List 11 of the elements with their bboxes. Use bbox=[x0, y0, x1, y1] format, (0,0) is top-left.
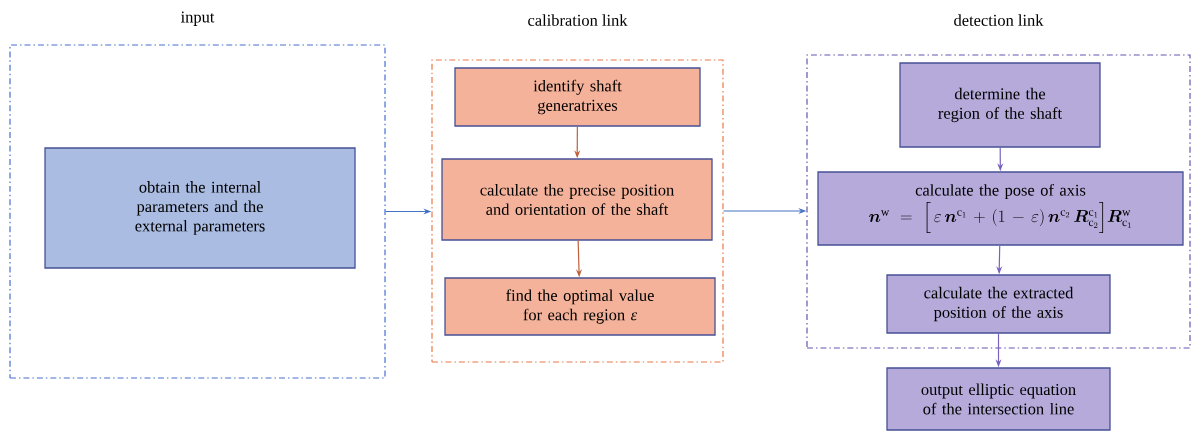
process-box: calculate the pose of axis $\boldsymbol{n}^{\mathrm{w}}=\Big[\,\varepsilon\,\boldsymbol{n}^{\mathrm{c}_1}+(1-\varepsilon)\,\boldsymbol{n}^{\mathrm{c}_2}\,\boldsymbol{R}_{\mathrm{c}_2}^{\mathrm{c}_1}\Big]\boldsymbol{R}_{\mathrm{c}_1}^{\mathrm{w}}$ bbox=[817, 171, 1184, 246]
process-box: obtain the internal parameters and the external parameters bbox=[44, 147, 356, 269]
node-label: calibration link bbox=[528, 14, 628, 26]
process-box: find the optimal value for each region ε bbox=[444, 277, 716, 336]
node-label: input bbox=[180, 11, 215, 26]
process-box: identify shaft generatrixes bbox=[454, 67, 701, 127]
process-box: output elliptic equation of the intersection line bbox=[886, 367, 1111, 431]
process-box: calculate the extracted position of the axis bbox=[886, 274, 1111, 334]
node-label: detection link bbox=[954, 14, 1044, 26]
process-box: calculate the precise position and orientation of the shaft bbox=[441, 158, 713, 241]
process-box: determine the region of the shaft bbox=[899, 62, 1101, 148]
